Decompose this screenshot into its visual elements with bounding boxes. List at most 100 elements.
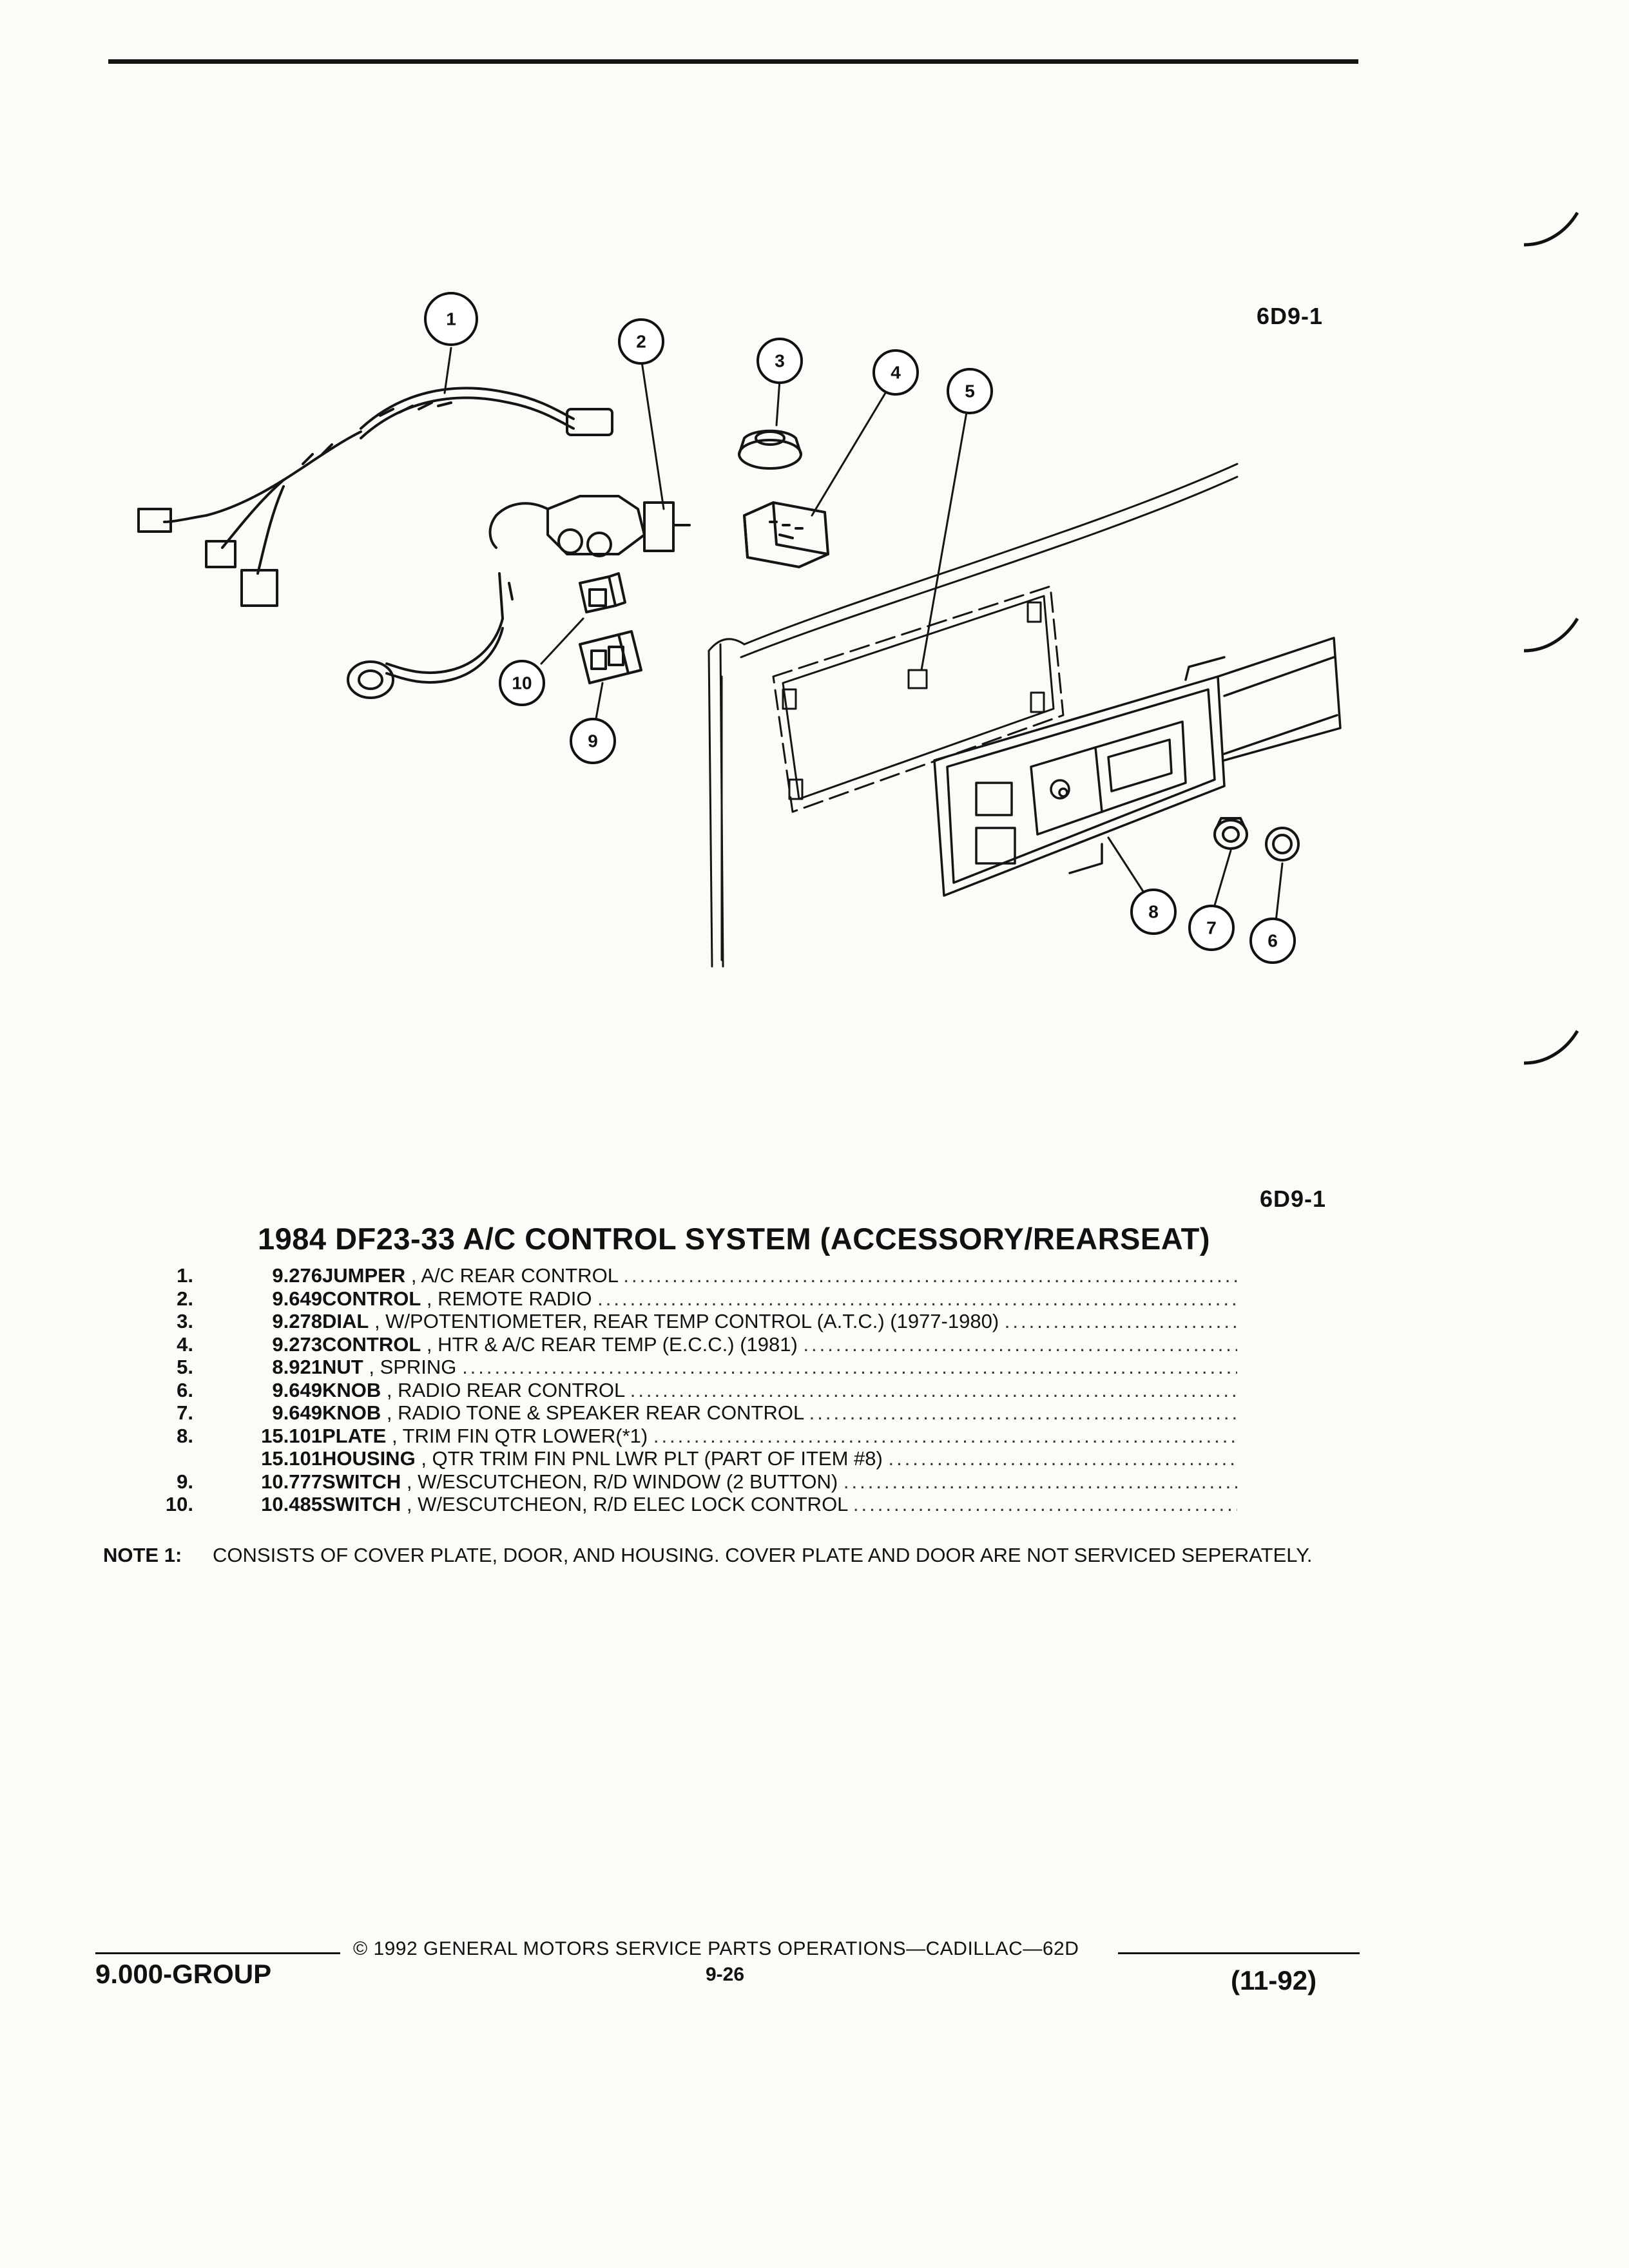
- leader-dots: ........................................…: [1004, 1310, 1237, 1332]
- part-detail: , TRIM FIN QTR LOWER(*1): [391, 1424, 648, 1447]
- knob-drawings: [1213, 817, 1300, 861]
- svg-text:4: 4: [891, 363, 901, 383]
- part-group-number: 15.101: [261, 1424, 322, 1447]
- leader-dots: ........................................…: [809, 1401, 1237, 1424]
- part-group-number: 9.278: [272, 1310, 322, 1332]
- item-number: 7.: [177, 1401, 193, 1424]
- part-description: KNOB , RADIO TONE & SPEAKER REAR CONTROL…: [322, 1401, 1237, 1425]
- footnote-text: CONSISTS OF COVER PLATE, DOOR, AND HOUSI…: [213, 1544, 1313, 1566]
- header-rule: [108, 59, 1358, 64]
- binder-marks: [1523, 211, 1579, 1065]
- part-group-number: 9.276: [272, 1264, 322, 1287]
- callout-3: 3: [757, 338, 803, 384]
- part-name: NUT: [322, 1356, 363, 1378]
- part-description: SWITCH , W/ESCUTCHEON, R/D WINDOW (2 BUT…: [322, 1470, 1237, 1494]
- svg-text:6: 6: [1268, 931, 1278, 951]
- leader-dots: ........................................…: [653, 1424, 1237, 1447]
- footer-rule-left: [95, 1952, 340, 1954]
- callout-10: 10: [499, 660, 545, 706]
- item-number: 4.: [177, 1332, 193, 1356]
- callout-1: 1: [424, 292, 478, 346]
- part-name: PLATE: [322, 1424, 387, 1447]
- svg-text:7: 7: [1206, 918, 1217, 938]
- part-name: KNOB: [322, 1401, 381, 1424]
- part-name: JUMPER: [322, 1264, 406, 1287]
- callout-2: 2: [618, 318, 664, 365]
- callout-6: 6: [1249, 918, 1296, 964]
- item-number: 5.: [177, 1356, 193, 1378]
- part-detail: , REMOTE RADIO: [426, 1287, 592, 1310]
- part-name: CONTROL: [322, 1287, 421, 1310]
- footer-group: 9.000-GROUP: [95, 1959, 272, 1989]
- part-name: KNOB: [322, 1378, 381, 1401]
- part-group-number: 9.649: [272, 1378, 322, 1401]
- item-number: 1.: [177, 1264, 193, 1287]
- part-detail: , QTR TRIM FIN PNL LWR PLT (PART OF ITEM…: [421, 1447, 883, 1470]
- leader-lines: [443, 347, 1284, 923]
- leader-dots: ........................................…: [630, 1378, 1237, 1401]
- callout-4: 4: [872, 349, 919, 396]
- section-title: 1984 DF23-33 A/C CONTROL SYSTEM (ACCESSO…: [258, 1222, 1211, 1256]
- dial-drawing: [738, 429, 802, 470]
- part-description: JUMPER , A/C REAR CONTROL ..............…: [322, 1264, 1237, 1287]
- part-detail: , W/POTENTIOMETER, REAR TEMP CONTROL (A.…: [374, 1310, 999, 1332]
- svg-text:3: 3: [775, 351, 785, 371]
- figure-code-top: 6D9-1: [1257, 303, 1324, 329]
- callout-8: 8: [1130, 889, 1177, 935]
- part-detail: , HTR & A/C REAR TEMP (E.C.C.) (1981): [426, 1332, 798, 1356]
- leader-dots: ........................................…: [888, 1447, 1237, 1470]
- svg-text:1: 1: [446, 309, 456, 329]
- figure-code-bottom: 6D9-1: [1260, 1186, 1327, 1212]
- part-description: CONTROL , REMOTE RADIO .................…: [322, 1287, 1237, 1311]
- item-number: 6.: [177, 1378, 193, 1401]
- part-group-number: 9.649: [272, 1401, 322, 1424]
- part-group-number: 15.101: [261, 1447, 322, 1470]
- callout-9: 9: [570, 718, 616, 764]
- exploded-parts-diagram: 1 2 3 4 5 10 9 8 7 6: [137, 211, 1579, 1065]
- leader-dots: ........................................…: [853, 1493, 1237, 1515]
- part-name: DIAL: [322, 1310, 369, 1332]
- part-group-number: 8.921: [272, 1356, 322, 1378]
- footnote-label: NOTE 1:: [103, 1544, 182, 1566]
- part-description: NUT , SPRING ...........................…: [322, 1356, 1237, 1379]
- part-group-number: 9.649: [272, 1287, 322, 1310]
- part-name: HOUSING: [322, 1447, 416, 1470]
- part-detail: , RADIO REAR CONTROL: [386, 1378, 625, 1401]
- footer-rule-right: [1118, 1952, 1360, 1954]
- part-group-number: 10.485: [261, 1493, 322, 1515]
- part-detail: , W/ESCUTCHEON, R/D WINDOW (2 BUTTON): [406, 1470, 838, 1493]
- quarter-panel-drawing: [708, 463, 1239, 968]
- jumper-harness-drawing: [137, 387, 613, 607]
- part-description: CONTROL , HTR & A/C REAR TEMP (E.C.C.) (…: [322, 1333, 1237, 1356]
- part-name: CONTROL: [322, 1332, 421, 1356]
- svg-text:2: 2: [636, 332, 646, 352]
- footer-date: (11-92): [1231, 1965, 1317, 1995]
- part-description: HOUSING , QTR TRIM FIN PNL LWR PLT (PART…: [322, 1447, 1237, 1470]
- htr-control-drawing: [743, 501, 829, 568]
- svg-text:8: 8: [1148, 902, 1159, 922]
- part-group-number: 10.777: [261, 1470, 322, 1493]
- callout-5: 5: [947, 368, 993, 414]
- item-number: 8.: [177, 1424, 193, 1447]
- part-group-number: 9.273: [272, 1332, 322, 1356]
- part-detail: , SPRING: [369, 1356, 457, 1378]
- item-number: 2.: [177, 1287, 193, 1310]
- item-number: 3.: [177, 1310, 193, 1332]
- part-name: SWITCH: [322, 1470, 401, 1493]
- part-description: SWITCH , W/ESCUTCHEON, R/D ELEC LOCK CON…: [322, 1493, 1237, 1516]
- remote-radio-control-drawing: [347, 495, 691, 699]
- part-detail: , A/C REAR CONTROL: [410, 1264, 618, 1287]
- item-number: 10.: [165, 1493, 193, 1515]
- part-description: KNOB , RADIO REAR CONTROL ..............…: [322, 1379, 1237, 1402]
